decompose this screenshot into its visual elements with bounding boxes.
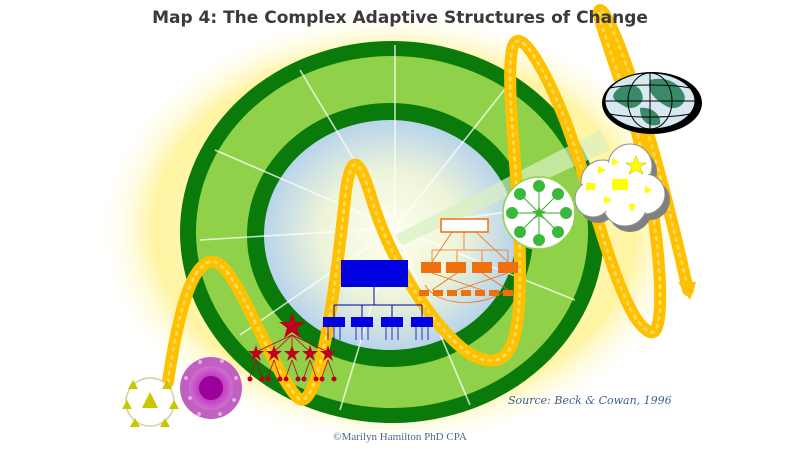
blue-hierarchy-chart-icon (323, 260, 433, 340)
source-citation: Source: Beck & Cowan, 1996 (508, 394, 672, 407)
copyright-notice: ©Marilyn Hamilton PhD CPA (333, 431, 467, 443)
tribal-triangles-icon (122, 377, 179, 427)
light-arrow (395, 130, 610, 245)
yellow-cloud-system-icon (574, 143, 670, 232)
globe-icon (602, 72, 702, 134)
red-stars-hierarchy-icon (247, 312, 337, 382)
spiral-arrowhead (678, 282, 696, 300)
diagram-title: Map 4: The Complex Adaptive Structures o… (152, 8, 648, 28)
orange-network-chart-icon (419, 218, 518, 303)
green-hub-network-icon (502, 176, 576, 250)
purple-clan-icon (180, 357, 242, 419)
